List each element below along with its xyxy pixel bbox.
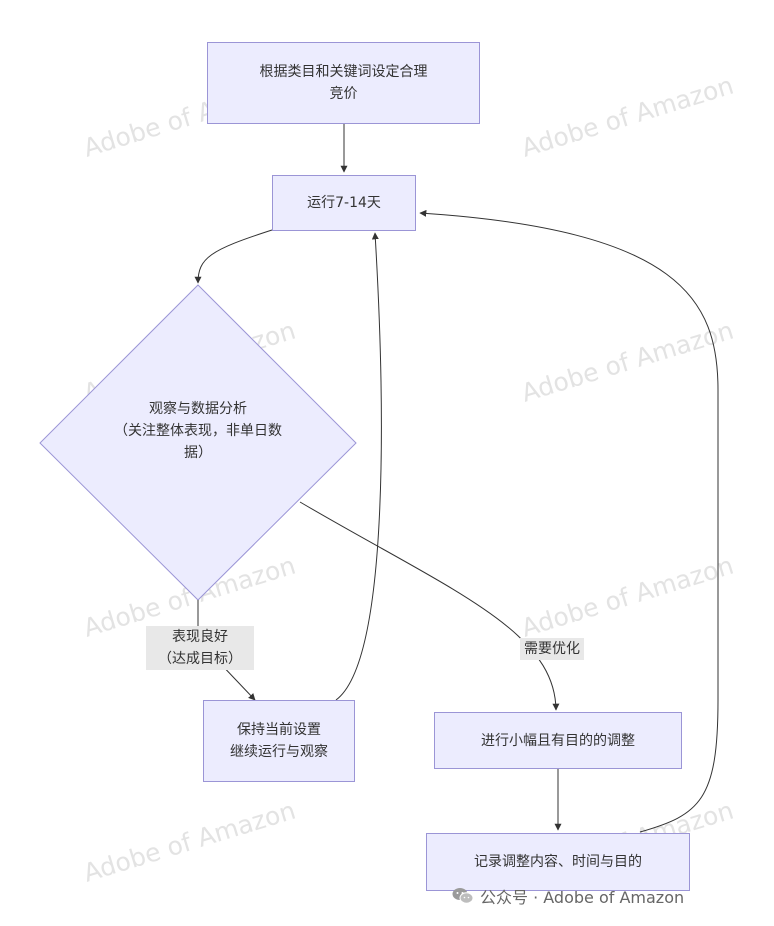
node-set-bid: 根据类目和关键词设定合理 竞价 <box>207 42 480 124</box>
edge-keep-to-run <box>335 232 382 701</box>
edge-analyze-to-adjust <box>299 501 560 711</box>
edge-record-to-run <box>419 209 719 833</box>
node-record: 记录调整内容、时间与目的 <box>426 833 690 891</box>
footer-attribution: 公众号 · Adobe of Amazon <box>452 884 684 908</box>
edge-label-good-line2: （达成目标） <box>158 651 242 667</box>
node-run: 运行7-14天 <box>272 175 416 231</box>
node-set-bid-line2: 竞价 <box>329 86 358 102</box>
edge-run-to-analyze <box>194 229 273 284</box>
edge-label-good: 表现良好 （达成目标） <box>146 626 254 670</box>
edge-label-good-line1: 表现良好 <box>172 629 228 645</box>
node-analyze: 观察与数据分析 （关注整体表现，非单日数 据） <box>98 398 298 464</box>
wechat-icon <box>452 888 474 904</box>
node-adjust: 进行小幅且有目的的调整 <box>434 712 682 769</box>
node-analyze-line3: 据） <box>184 445 212 461</box>
node-adjust-label: 进行小幅且有目的的调整 <box>481 732 635 749</box>
node-analyze-line1: 观察与数据分析 <box>149 401 247 417</box>
node-keep-line1: 保持当前设置 <box>237 722 321 738</box>
node-analyze-line2: （关注整体表现，非单日数 <box>114 423 282 439</box>
node-keep-line2: 继续运行与观察 <box>230 744 328 760</box>
node-keep: 保持当前设置 继续运行与观察 <box>203 700 355 782</box>
node-run-label: 运行7-14天 <box>307 195 381 211</box>
node-set-bid-line1: 根据类目和关键词设定合理 <box>259 64 428 80</box>
footer-text: 公众号 · Adobe of Amazon <box>480 888 685 907</box>
node-record-label: 记录调整内容、时间与目的 <box>474 854 642 870</box>
edge-label-need: 需要优化 <box>520 638 584 660</box>
